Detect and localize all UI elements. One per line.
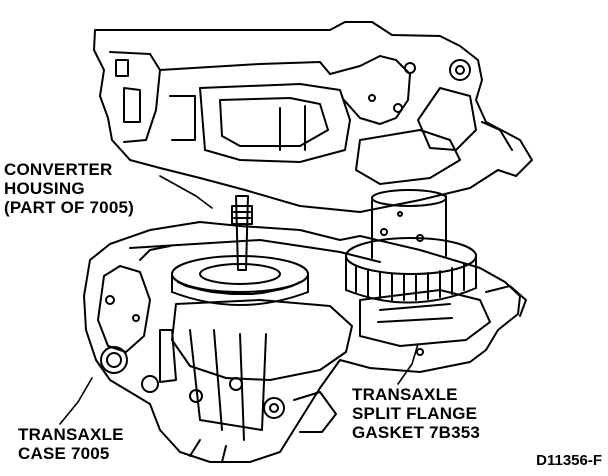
leader-gasket	[397, 343, 419, 385]
converter-housing	[93, 21, 533, 213]
gasket-label-line-1: TRANSAXLE	[352, 385, 458, 404]
gasket-label-line-3: GASKET 7B353	[352, 423, 481, 442]
converter-housing-label-line-3: (PART OF 7005)	[4, 198, 135, 217]
transaxle-case	[83, 221, 527, 463]
leader-lines	[59, 175, 419, 425]
leader-transaxle-case	[59, 377, 93, 425]
converter-housing-label-line-1: CONVERTER	[4, 160, 113, 179]
converter-housing-label: CONVERTER HOUSING (PART OF 7005)	[4, 160, 134, 217]
transaxle-case-label-line-1: TRANSAXLE	[18, 425, 124, 444]
transaxle-case-label-line-2: CASE 7005	[18, 444, 110, 463]
gear-assembly	[171, 255, 309, 306]
leader-converter-housing	[159, 175, 213, 209]
gasket-label-line-2: SPLIT FLANGE	[352, 404, 478, 423]
clutch-drum	[345, 189, 477, 304]
converter-housing-label-line-2: HOUSING	[4, 179, 85, 198]
figure-id: D11356-F	[536, 452, 602, 469]
transaxle-case-label: TRANSAXLE CASE 7005	[18, 425, 124, 463]
split-flange-gasket-label: TRANSAXLE SPLIT FLANGE GASKET 7B353	[352, 385, 480, 442]
output-shaft	[231, 195, 253, 271]
